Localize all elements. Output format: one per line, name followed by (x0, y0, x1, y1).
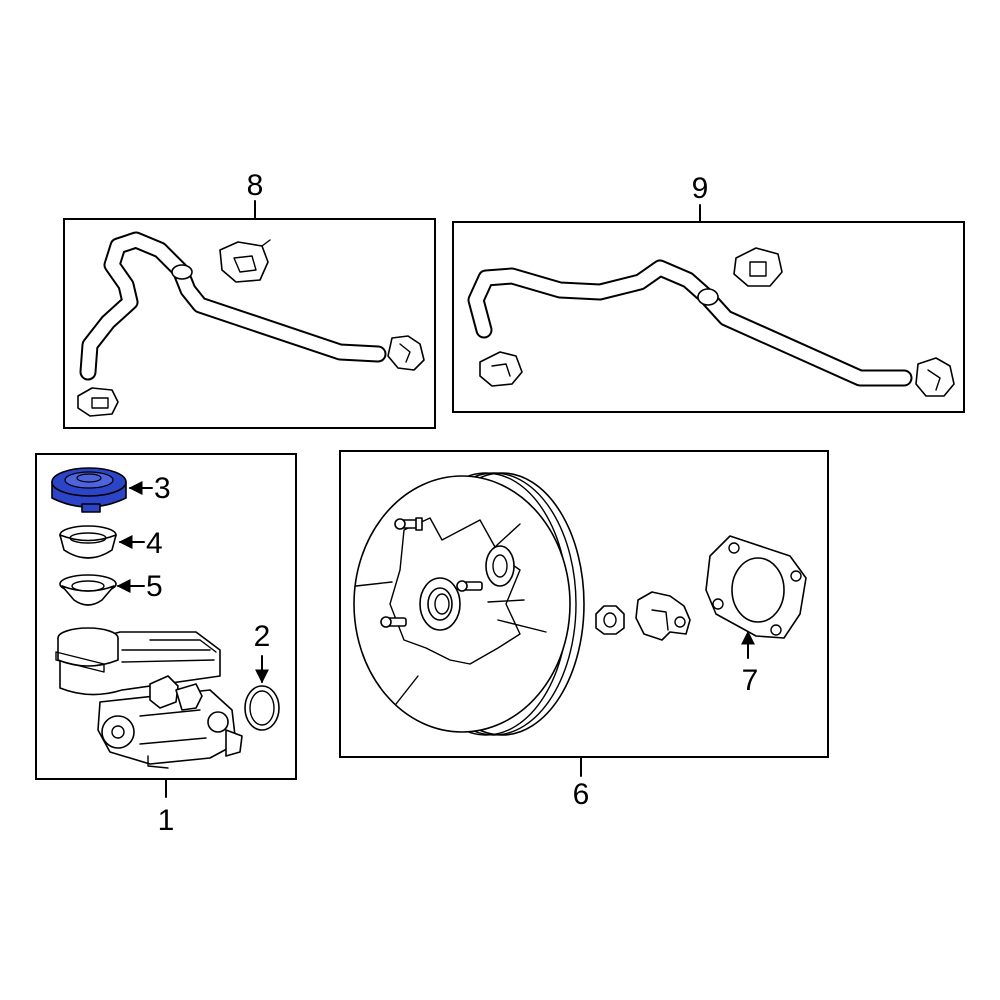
callout-3: 3 (154, 472, 171, 505)
vacuum-hose-9[interactable] (467, 259, 913, 387)
callout-7: 7 (742, 664, 759, 697)
reservoir-strainer-4[interactable] (59, 525, 117, 559)
reservoir-seal-5[interactable] (59, 574, 117, 606)
callout-2: 2 (254, 620, 271, 653)
hose-clamp-8-bottom[interactable] (77, 387, 119, 417)
master-cylinder-1-group: 1 3 4 5 2 (35, 453, 297, 837)
callout-4: 4 (146, 527, 163, 560)
callout-1: 1 (158, 804, 175, 837)
hose-8-clamp (171, 264, 193, 280)
booster-stud-right (456, 580, 483, 592)
hose-assembly-8-group: 8 (63, 169, 436, 429)
hose-clip-9-left[interactable] (479, 351, 523, 387)
master-cylinder-o-ring-2[interactable] (244, 685, 280, 731)
booster-stud-left (380, 616, 407, 628)
booster-stud-top (394, 517, 423, 531)
vacuum-hose-8[interactable] (79, 231, 387, 381)
callout-8: 8 (247, 169, 264, 202)
booster-gasket-7[interactable] (705, 535, 807, 639)
master-cylinder-body[interactable] (55, 627, 243, 769)
hose-clip-9-top[interactable] (733, 247, 783, 287)
callout-5: 5 (146, 570, 163, 603)
callout-6: 6 (573, 778, 590, 811)
reservoir-cap-3[interactable] (51, 467, 127, 513)
hose-clip-9-right[interactable] (915, 357, 955, 397)
hose-assembly-9-group: 9 (452, 172, 965, 413)
power-brake-booster[interactable] (353, 472, 585, 736)
booster-mount-bracket[interactable] (635, 591, 691, 641)
brake-booster-6-group: 6 (339, 450, 829, 811)
hose-9-clamp (697, 288, 719, 306)
hose-clip-8-top[interactable] (219, 239, 271, 283)
callout-9: 9 (692, 172, 709, 205)
hose-clip-8-right[interactable] (387, 335, 425, 371)
booster-nut[interactable] (595, 605, 625, 635)
